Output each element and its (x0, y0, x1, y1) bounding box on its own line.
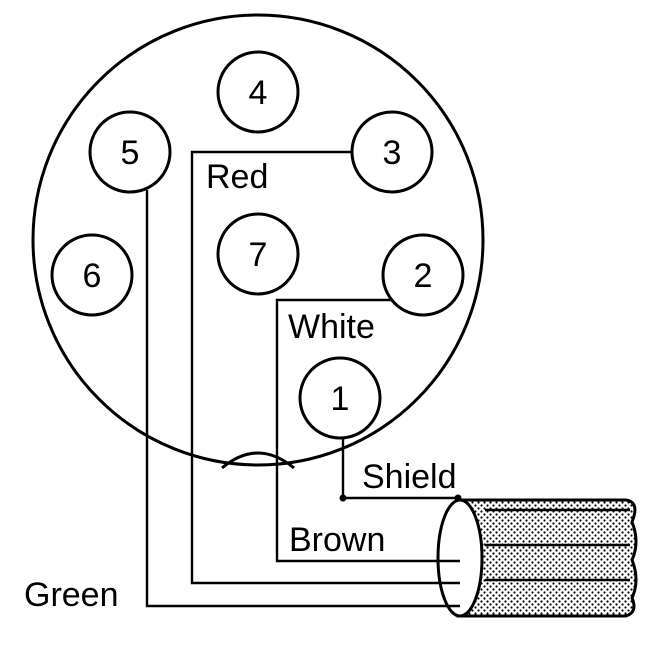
pin-7-label: 7 (249, 236, 268, 274)
pin-6-circle (50, 233, 134, 317)
label-white: White (288, 308, 375, 346)
shield-cable-dot (454, 494, 462, 502)
pin-4-label: 4 (249, 74, 268, 112)
pin-3-label: 3 (383, 134, 402, 172)
pin-3-circle (350, 110, 434, 194)
pin-5-circle (88, 110, 172, 194)
shield-junction-dot (339, 494, 347, 502)
wire-red (190, 150, 460, 585)
label-brown: Brown (289, 521, 385, 559)
pins: 1 2 3 4 5 6 7 (50, 50, 465, 440)
connector-body (31, 13, 485, 467)
label-red: Red (206, 158, 268, 196)
pin-4-circle (216, 50, 300, 134)
cable-braid (456, 498, 638, 618)
cable (436, 498, 638, 618)
cable-strand-lines (485, 508, 630, 582)
label-green: Green (24, 576, 119, 614)
cable-end (436, 498, 484, 618)
connector-keyway (221, 451, 295, 470)
pin-2-label: 2 (414, 257, 433, 295)
pin-7-circle (216, 212, 300, 296)
pin-6-label: 6 (83, 257, 102, 295)
pin-1-circle (298, 356, 382, 440)
wire-white (275, 298, 460, 563)
pin-5-label: 5 (121, 134, 140, 172)
label-shield: Shield (362, 458, 457, 496)
pin-2-circle (381, 233, 465, 317)
wires (145, 150, 462, 608)
pin-1-label: 1 (331, 380, 350, 418)
wire-green (145, 190, 460, 608)
